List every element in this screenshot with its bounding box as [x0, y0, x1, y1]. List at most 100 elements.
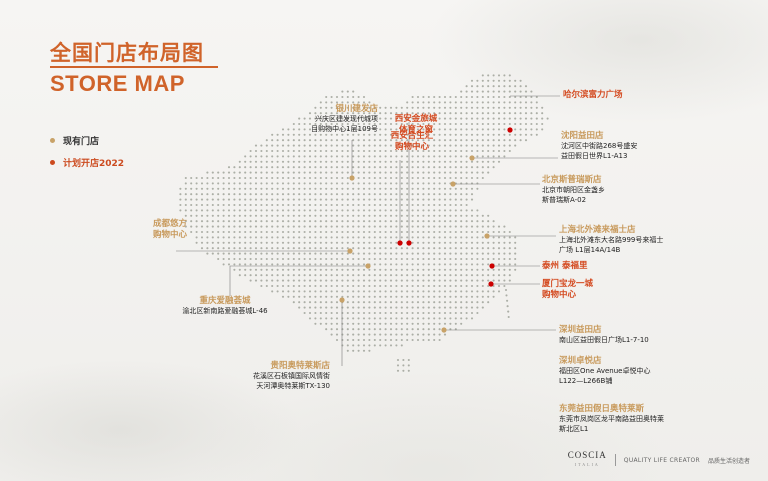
map-dot: [389, 252, 393, 255]
map-dot: [492, 225, 495, 228]
map-dot: [422, 338, 425, 342]
marker-shanghai[interactable]: [484, 233, 490, 239]
map-dot: [319, 193, 322, 196]
map-dot: [308, 214, 312, 217]
map-dot: [449, 301, 452, 304]
map-dot: [416, 263, 420, 266]
map-dot: [416, 328, 420, 331]
map-dot: [384, 344, 387, 347]
map-dot: [368, 128, 371, 131]
store-label-xiamen[interactable]: 厦门宝龙一城 购物中心: [542, 279, 593, 301]
store-label-shenzhen-zhuoyue[interactable]: 深圳卓悦店 福田区One Avenue卓悦中心 L122—L266B铺: [559, 356, 651, 385]
map-dot: [503, 230, 506, 234]
map-dot: [438, 209, 441, 212]
store-label-xian-2[interactable]: 西安合生汇 购物中心: [384, 131, 440, 153]
map-dot: [330, 301, 333, 304]
map-dot: [470, 166, 474, 169]
map-dot: [346, 101, 349, 104]
store-label-harbin[interactable]: 哈尔滨富力广场: [563, 90, 623, 101]
store-label-guiyang[interactable]: 贵阳奥特莱斯店 花溪区石板镇国际风情街 天河潭奥特莱斯TX-130: [253, 361, 330, 390]
map-dot: [276, 257, 279, 261]
map-dot: [362, 230, 366, 234]
map-dot: [352, 171, 355, 174]
map-dot: [379, 149, 382, 153]
map-dot: [530, 112, 533, 115]
map-dot: [190, 214, 193, 217]
map-dot: [179, 193, 182, 196]
map-dot: [195, 209, 198, 212]
map-dot: [384, 128, 387, 131]
map-dot: [190, 198, 193, 201]
marker-xian-1[interactable]: [397, 240, 403, 246]
marker-xiamen[interactable]: [488, 281, 494, 287]
map-dot: [416, 220, 420, 223]
map-dot: [465, 117, 468, 120]
map-dot: [357, 279, 360, 282]
store-label-shenyang[interactable]: 沈阳益田店 沈河区中街路268号盛安 益田假日世界L1-A13: [561, 131, 638, 160]
map-dot: [530, 90, 533, 93]
marker-taizhou[interactable]: [489, 263, 495, 269]
map-dot: [406, 290, 409, 293]
map-dot: [303, 274, 306, 277]
map-dot: [314, 112, 317, 115]
marker-beijing[interactable]: [450, 181, 456, 187]
map-dot: [508, 139, 511, 142]
map-dot: [281, 214, 285, 217]
map-dot: [308, 176, 312, 180]
map-dot: [303, 290, 306, 293]
map-dot: [406, 112, 409, 115]
store-label-shanghai[interactable]: 上海北外滩来福士店 上海北外滩东大名路999号来福士 广场 L1层14A/14B: [559, 225, 664, 254]
map-dot: [470, 268, 474, 271]
store-label-dongguan[interactable]: 东莞益田假日奥特莱斯 东莞市凤岗区龙平南路益田奥特莱 斯北区L1: [559, 404, 664, 433]
map-dot: [454, 322, 457, 325]
map-dot: [287, 198, 290, 201]
map-dot: [298, 252, 301, 255]
map-dot: [287, 279, 290, 282]
map-dot: [373, 122, 376, 126]
map-dot: [422, 182, 425, 185]
map-dot: [373, 160, 376, 163]
store-markers: [339, 127, 513, 333]
map-dot: [530, 133, 533, 136]
store-label-chongqing[interactable]: 重庆爱融荟城 渝北区新南路爱融荟城L-46: [165, 296, 285, 317]
map-dot: [487, 90, 490, 93]
marker-xian-2[interactable]: [406, 240, 412, 246]
map-dot: [260, 214, 263, 217]
map-dot: [330, 236, 333, 239]
map-dot: [476, 247, 479, 250]
map-dot: [503, 101, 506, 104]
map-dot: [373, 117, 376, 120]
map-dot: [271, 203, 274, 207]
store-label-xian-1[interactable]: 西安金旅城 体育之窗: [388, 104, 444, 145]
marker-yinchuan[interactable]: [349, 175, 355, 181]
marker-chongqing[interactable]: [365, 263, 371, 269]
store-label-beijing[interactable]: 北京斯普瑞斯店 北京市朝阳区金盏乡 斯普瑞斯A-02: [542, 175, 605, 204]
marker-shenzhen[interactable]: [441, 327, 447, 333]
store-label-chengdu[interactable]: 成都悠方 购物中心: [144, 219, 196, 241]
marker-chengdu[interactable]: [347, 248, 353, 254]
map-dot: [276, 176, 279, 180]
map-dot: [460, 274, 463, 277]
marker-shenyang[interactable]: [469, 155, 475, 161]
map-dot: [233, 193, 236, 196]
map-dot: [265, 166, 268, 169]
map-dot: [308, 209, 312, 212]
map-dot: [335, 290, 339, 293]
map-dot: [346, 128, 349, 131]
store-label-yinchuan[interactable]: 银川建发店 兴庆区建发现代城项 目购物中心1层109号: [311, 104, 378, 133]
map-dot: [244, 241, 247, 244]
marker-harbin[interactable]: [507, 127, 513, 133]
map-dot: [308, 144, 312, 147]
map-dot: [238, 220, 241, 223]
map-dot: [346, 301, 349, 304]
store-label-shenzhen-yitian[interactable]: 深圳益田店 南山区益田假日广场L1-7-10: [559, 325, 649, 344]
map-dot: [514, 236, 517, 239]
marker-guiyang[interactable]: [339, 297, 345, 303]
map-dot: [384, 144, 387, 147]
map-dot: [341, 155, 344, 158]
map-dot: [195, 176, 198, 180]
map-dot: [303, 306, 306, 309]
map-dot: [362, 187, 366, 190]
map-dot: [406, 160, 409, 163]
store-label-taizhou[interactable]: 泰州 泰福里: [542, 261, 587, 272]
